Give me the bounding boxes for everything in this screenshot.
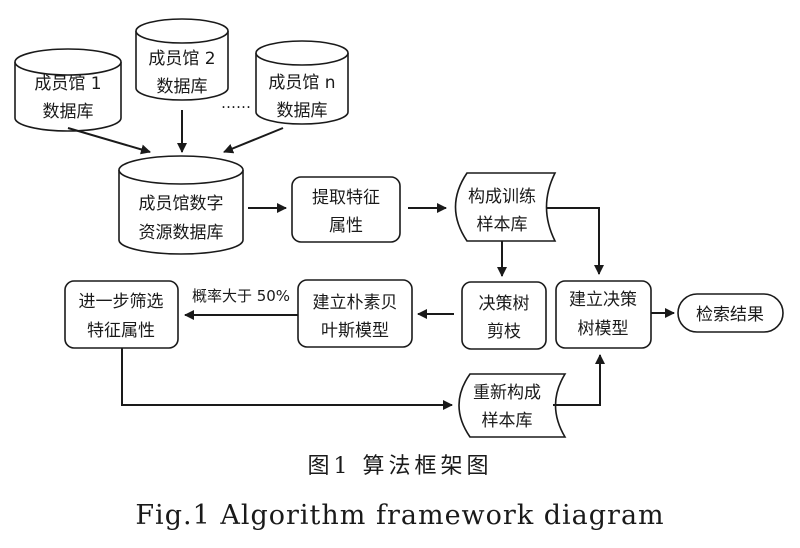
build-decision-tree-box: 建立决策 树模型: [555, 280, 652, 349]
prune-line2: 剪枝: [487, 322, 521, 342]
training-sample-set: 构成训练 样本库: [454, 172, 557, 242]
retrieval-result-terminal: 检索结果: [677, 293, 784, 333]
probability-threshold-label: 概率大于 50%: [192, 287, 290, 305]
resampled-sample-set: 重新构成 样本库: [458, 373, 567, 438]
central-digital-resource-db: 成员馆数字 资源数据库: [118, 155, 244, 255]
arrow-dbn-to-central: [223, 127, 284, 154]
figure-caption-english: Fig.1 Algorithm framework diagram: [135, 500, 665, 531]
member-db-1-line2: 数据库: [43, 102, 94, 122]
member-db-1: 成员馆 1 数据库: [14, 48, 122, 132]
filter-features-box: 进一步筛选 特征属性: [64, 280, 179, 349]
build-tree-line2: 树模型: [578, 319, 629, 339]
prune-line1: 决策树: [479, 294, 530, 314]
filter-line1: 进一步筛选: [79, 292, 164, 312]
member-db-2-line1: 成员馆 2: [148, 49, 215, 69]
resample-line2: 样本库: [482, 411, 533, 431]
arrow-filter-to-resample: [121, 348, 453, 410]
extract-line1: 提取特征: [312, 188, 380, 208]
member-db-2-line2: 数据库: [157, 77, 208, 97]
bayes-line1: 建立朴素贝: [313, 293, 398, 313]
member-db-2: 成员馆 2 数据库: [135, 18, 229, 101]
algorithm-framework-diagram: 成员馆 1 数据库 成员馆 2 数据库 …… 成员馆 n 数据库 成员馆数字 资…: [14, 18, 784, 438]
central-db-line2: 资源数据库: [139, 223, 224, 243]
ellipsis: ……: [221, 94, 251, 112]
member-db-1-line1: 成员馆 1: [34, 74, 101, 94]
bayes-line2: 叶斯模型: [321, 321, 389, 341]
filter-line2: 特征属性: [87, 321, 155, 341]
central-db-line1: 成员馆数字: [139, 194, 224, 214]
resample-line1: 重新构成: [473, 383, 541, 403]
training-set-line1: 构成训练: [468, 187, 536, 207]
member-db-n-line1: 成员馆 n: [268, 73, 335, 93]
extract-features-box: 提取特征 属性: [291, 176, 401, 243]
build-tree-line1: 建立决策: [569, 290, 637, 310]
naive-bayes-model-box: 建立朴素贝 叶斯模型: [297, 279, 413, 348]
arrow-db1-to-central: [67, 127, 151, 155]
decision-tree-pruning-box: 决策树 剪枝: [461, 281, 547, 350]
member-db-n-line2: 数据库: [277, 101, 328, 121]
arrow-training-set-to-build-tree: [546, 207, 604, 275]
extract-line2: 属性: [329, 216, 363, 236]
result-label: 检索结果: [696, 305, 764, 325]
figure-caption-chinese: 图1 算法框架图: [307, 454, 493, 479]
member-db-n: 成员馆 n 数据库: [255, 40, 349, 125]
training-set-line2: 样本库: [477, 215, 528, 235]
arrow-resample-to-build-tree: [553, 354, 605, 406]
